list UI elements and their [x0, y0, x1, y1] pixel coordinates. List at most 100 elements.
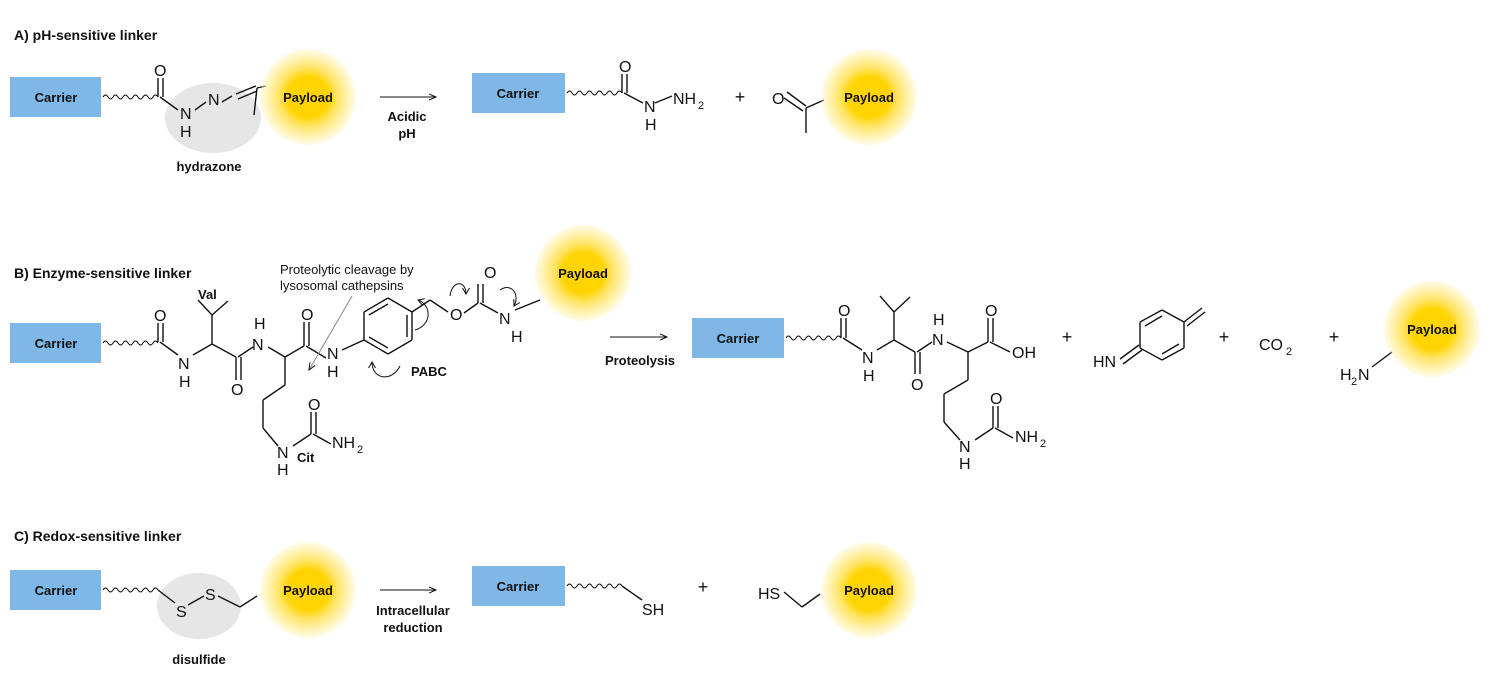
section-a: A) pH-sensitive linker Carrier O N H N P…: [10, 27, 917, 174]
carrier-label: Carrier: [35, 336, 78, 351]
product-urea-n: N: [959, 439, 971, 456]
urea-n: N: [277, 445, 289, 462]
sulfur-1: S: [176, 604, 187, 621]
urea-sub2: 2: [357, 444, 363, 456]
plus-sign: +: [698, 577, 709, 597]
payload-label: Payload: [283, 583, 333, 598]
urea-o: O: [308, 397, 320, 414]
product-wavy-linker: [566, 583, 623, 589]
product-urea-nh: NH: [1015, 429, 1038, 446]
hydrazide-n: N: [644, 99, 656, 116]
hydrazide-sub2: 2: [698, 100, 704, 112]
amide-h-1: H: [179, 374, 191, 391]
thiol-bond: [621, 585, 643, 601]
anilide-n: N: [327, 346, 339, 363]
product-carrier-box: [472, 566, 565, 606]
product-carbonyl-o-1: O: [838, 303, 850, 320]
hydrazone-highlight: [165, 83, 261, 153]
amide-n-1: N: [178, 356, 190, 373]
product-amide-h-1: H: [863, 368, 875, 385]
acid-o: O: [985, 303, 997, 320]
anilide-h: H: [327, 364, 339, 381]
condition-label: Proteolysis: [605, 353, 675, 368]
carrier-label: Carrier: [35, 90, 78, 105]
amide-n: N: [180, 106, 192, 123]
product-carrier-label: Carrier: [497, 579, 540, 594]
wavy-linker: [102, 94, 159, 100]
carbonyl-o-1: O: [154, 308, 166, 325]
product-dipeptide-skeleton: [840, 295, 1014, 441]
section-a-title: A) pH-sensitive linker: [14, 27, 158, 43]
product-carrier-label: Carrier: [717, 331, 760, 346]
product-payload-circle: [821, 542, 917, 638]
amine-bond: [1371, 351, 1393, 368]
disulfide-skeleton: [157, 589, 258, 608]
section-c-title: C) Redox-sensitive linker: [14, 528, 182, 544]
condition-line2: pH: [398, 126, 415, 141]
val-label: Val: [198, 287, 217, 302]
val-cit-skeleton: [157, 299, 332, 447]
co2-label: CO: [1259, 337, 1283, 354]
payload-circle: [535, 225, 631, 321]
carrier-box: [10, 323, 101, 363]
product-payload-label: Payload: [844, 90, 894, 105]
product-payload-label: Payload: [1407, 322, 1457, 337]
disulfide-highlight: [157, 573, 241, 639]
hydrazide-o: O: [619, 59, 631, 76]
cleavage-note-line1: Proteolytic cleavage by: [280, 262, 414, 277]
hydrazone-label: hydrazone: [176, 159, 241, 174]
payload-circle: [260, 49, 356, 145]
product-urea-h: H: [959, 456, 971, 473]
amide-h: H: [180, 124, 192, 141]
amide-h-2: H: [254, 316, 266, 333]
carbamate-o: O: [484, 265, 496, 282]
payload-label: Payload: [558, 266, 608, 281]
condition-line2: reduction: [383, 620, 442, 635]
amine-h: H: [1340, 367, 1352, 384]
disulfide-label: disulfide: [172, 652, 225, 667]
urea-h: H: [277, 462, 289, 479]
section-b-title: B) Enzyme-sensitive linker: [14, 265, 192, 281]
product-carbonyl-o-2: O: [911, 377, 923, 394]
product-carrier-label: Carrier: [497, 86, 540, 101]
ketone-o: O: [772, 91, 784, 108]
product-payload-circle: [1384, 281, 1480, 377]
electron-arrow-4: [499, 287, 516, 306]
cleavage-note-line2: lysosomal cathepsins: [280, 278, 404, 293]
hydrazide-h: H: [645, 117, 657, 134]
payload-circle: [260, 542, 356, 638]
product-wavy-linker: [785, 335, 842, 341]
product-amide-n-2: N: [932, 332, 944, 349]
product-carrier-box: [472, 73, 565, 113]
product-payload-circle: [821, 49, 917, 145]
product-carrier-box: [692, 318, 784, 358]
condition-line1: Intracellular: [376, 603, 450, 618]
section-b: B) Enzyme-sensitive linker Carrier Val O…: [10, 225, 1480, 479]
ester-o: O: [450, 307, 462, 324]
product-urea-sub2: 2: [1040, 438, 1046, 450]
product-urea-o: O: [990, 391, 1002, 408]
thiol-sh: SH: [642, 602, 664, 619]
carbamate-n: N: [499, 311, 511, 328]
pabc-skeleton: [341, 284, 499, 355]
carrier-label: Carrier: [35, 583, 78, 598]
carbonyl-o-3: O: [301, 307, 313, 324]
payload-thiol-hs: HS: [758, 586, 780, 603]
electron-arrow-3: [449, 283, 466, 297]
urea-nh: NH: [332, 435, 355, 452]
carbamate-h: H: [511, 329, 523, 346]
carrier-box: [10, 77, 101, 117]
payload-thiol-skeleton: [783, 591, 821, 608]
sulfur-2: S: [205, 587, 216, 604]
ketone-skeleton: [783, 91, 825, 133]
plus-sign: +: [735, 87, 746, 107]
plus-sign-3: +: [1329, 327, 1340, 347]
iminoquinone-hn: HN: [1093, 354, 1116, 371]
payload-label: Payload: [283, 90, 333, 105]
amine-n: N: [1358, 367, 1370, 384]
amine-sub2: 2: [1351, 376, 1357, 388]
cit-label: Cit: [297, 450, 315, 465]
wavy-linker: [102, 340, 159, 346]
carbonyl-o-2: O: [231, 382, 243, 399]
